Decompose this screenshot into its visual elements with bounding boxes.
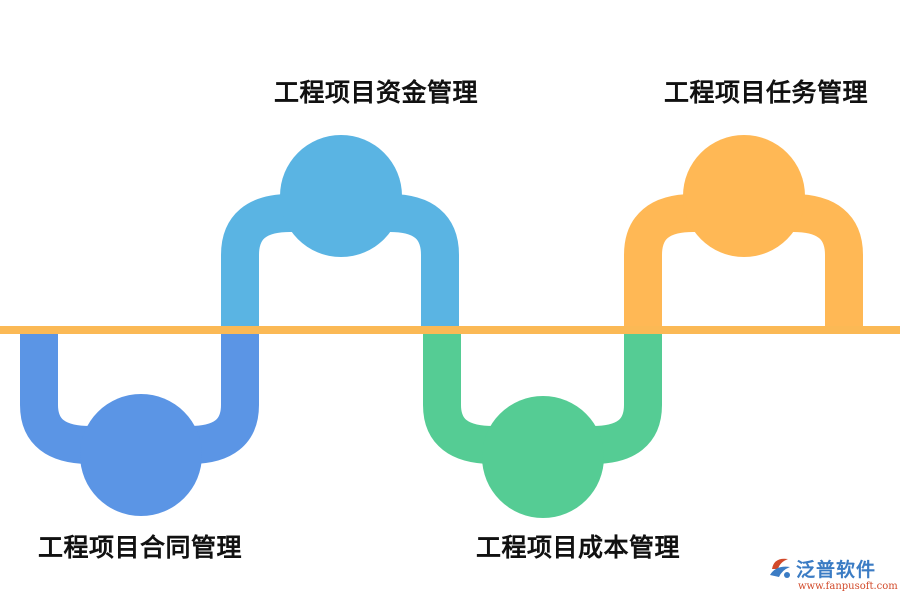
task-label: 工程项目任务管理 <box>664 78 869 107</box>
contract-label: 工程项目合同管理 <box>38 533 243 562</box>
logo-mark-icon <box>770 558 790 578</box>
contract-node <box>80 394 202 516</box>
task-node <box>683 135 805 257</box>
brand-logo: 泛普软件 www.fanpusoft.com <box>766 553 898 597</box>
logo-name: 泛普软件 <box>796 559 877 581</box>
cost-node <box>482 396 604 518</box>
funds-node <box>280 135 402 257</box>
cost-label: 工程项目成本管理 <box>476 533 681 562</box>
logo-url: www.fanpusoft.com <box>798 581 898 592</box>
funds-label: 工程项目资金管理 <box>274 78 479 107</box>
axis-line <box>0 326 900 334</box>
